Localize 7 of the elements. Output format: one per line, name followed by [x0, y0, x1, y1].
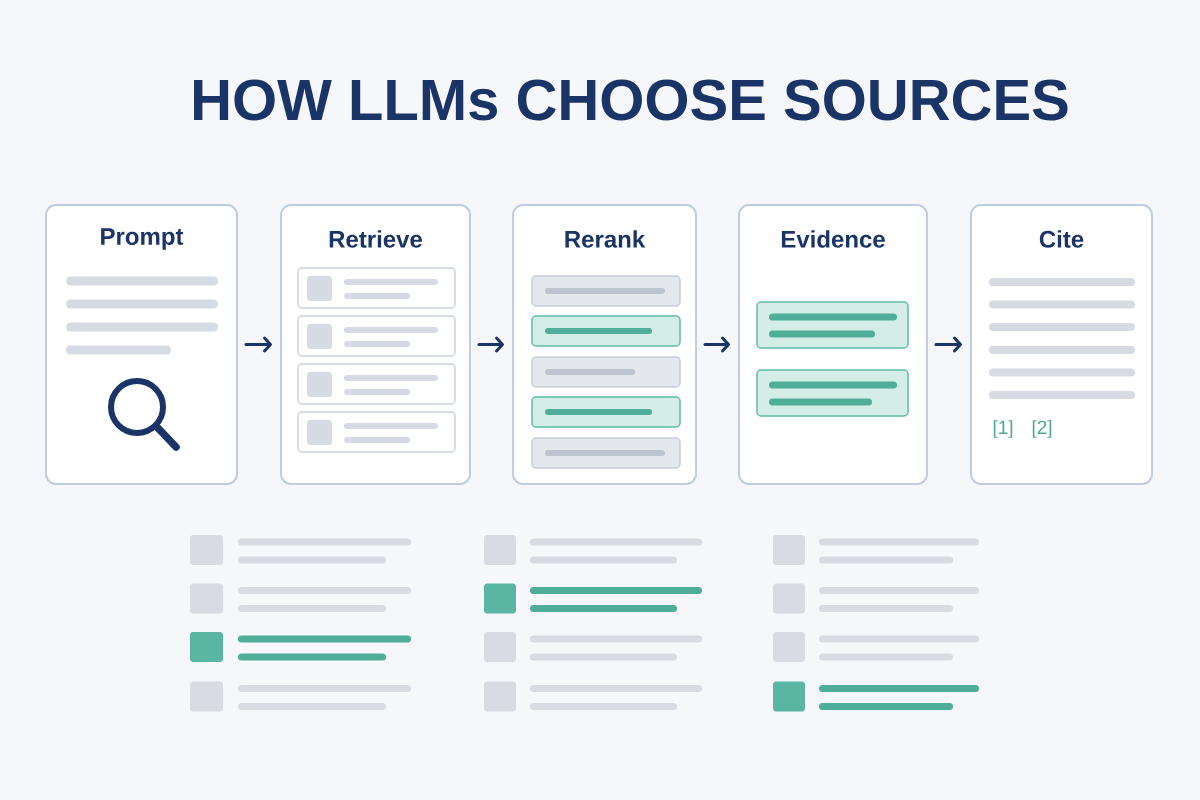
citation-marker: [1]	[993, 420, 1013, 438]
arrow	[477, 336, 504, 353]
arrow	[934, 336, 962, 353]
title: HOW LLMs CHOOSE SOURCES	[194, 79, 1068, 121]
arrow	[703, 336, 730, 353]
citation-marker: [2]	[1032, 420, 1052, 438]
arrow	[244, 336, 272, 353]
